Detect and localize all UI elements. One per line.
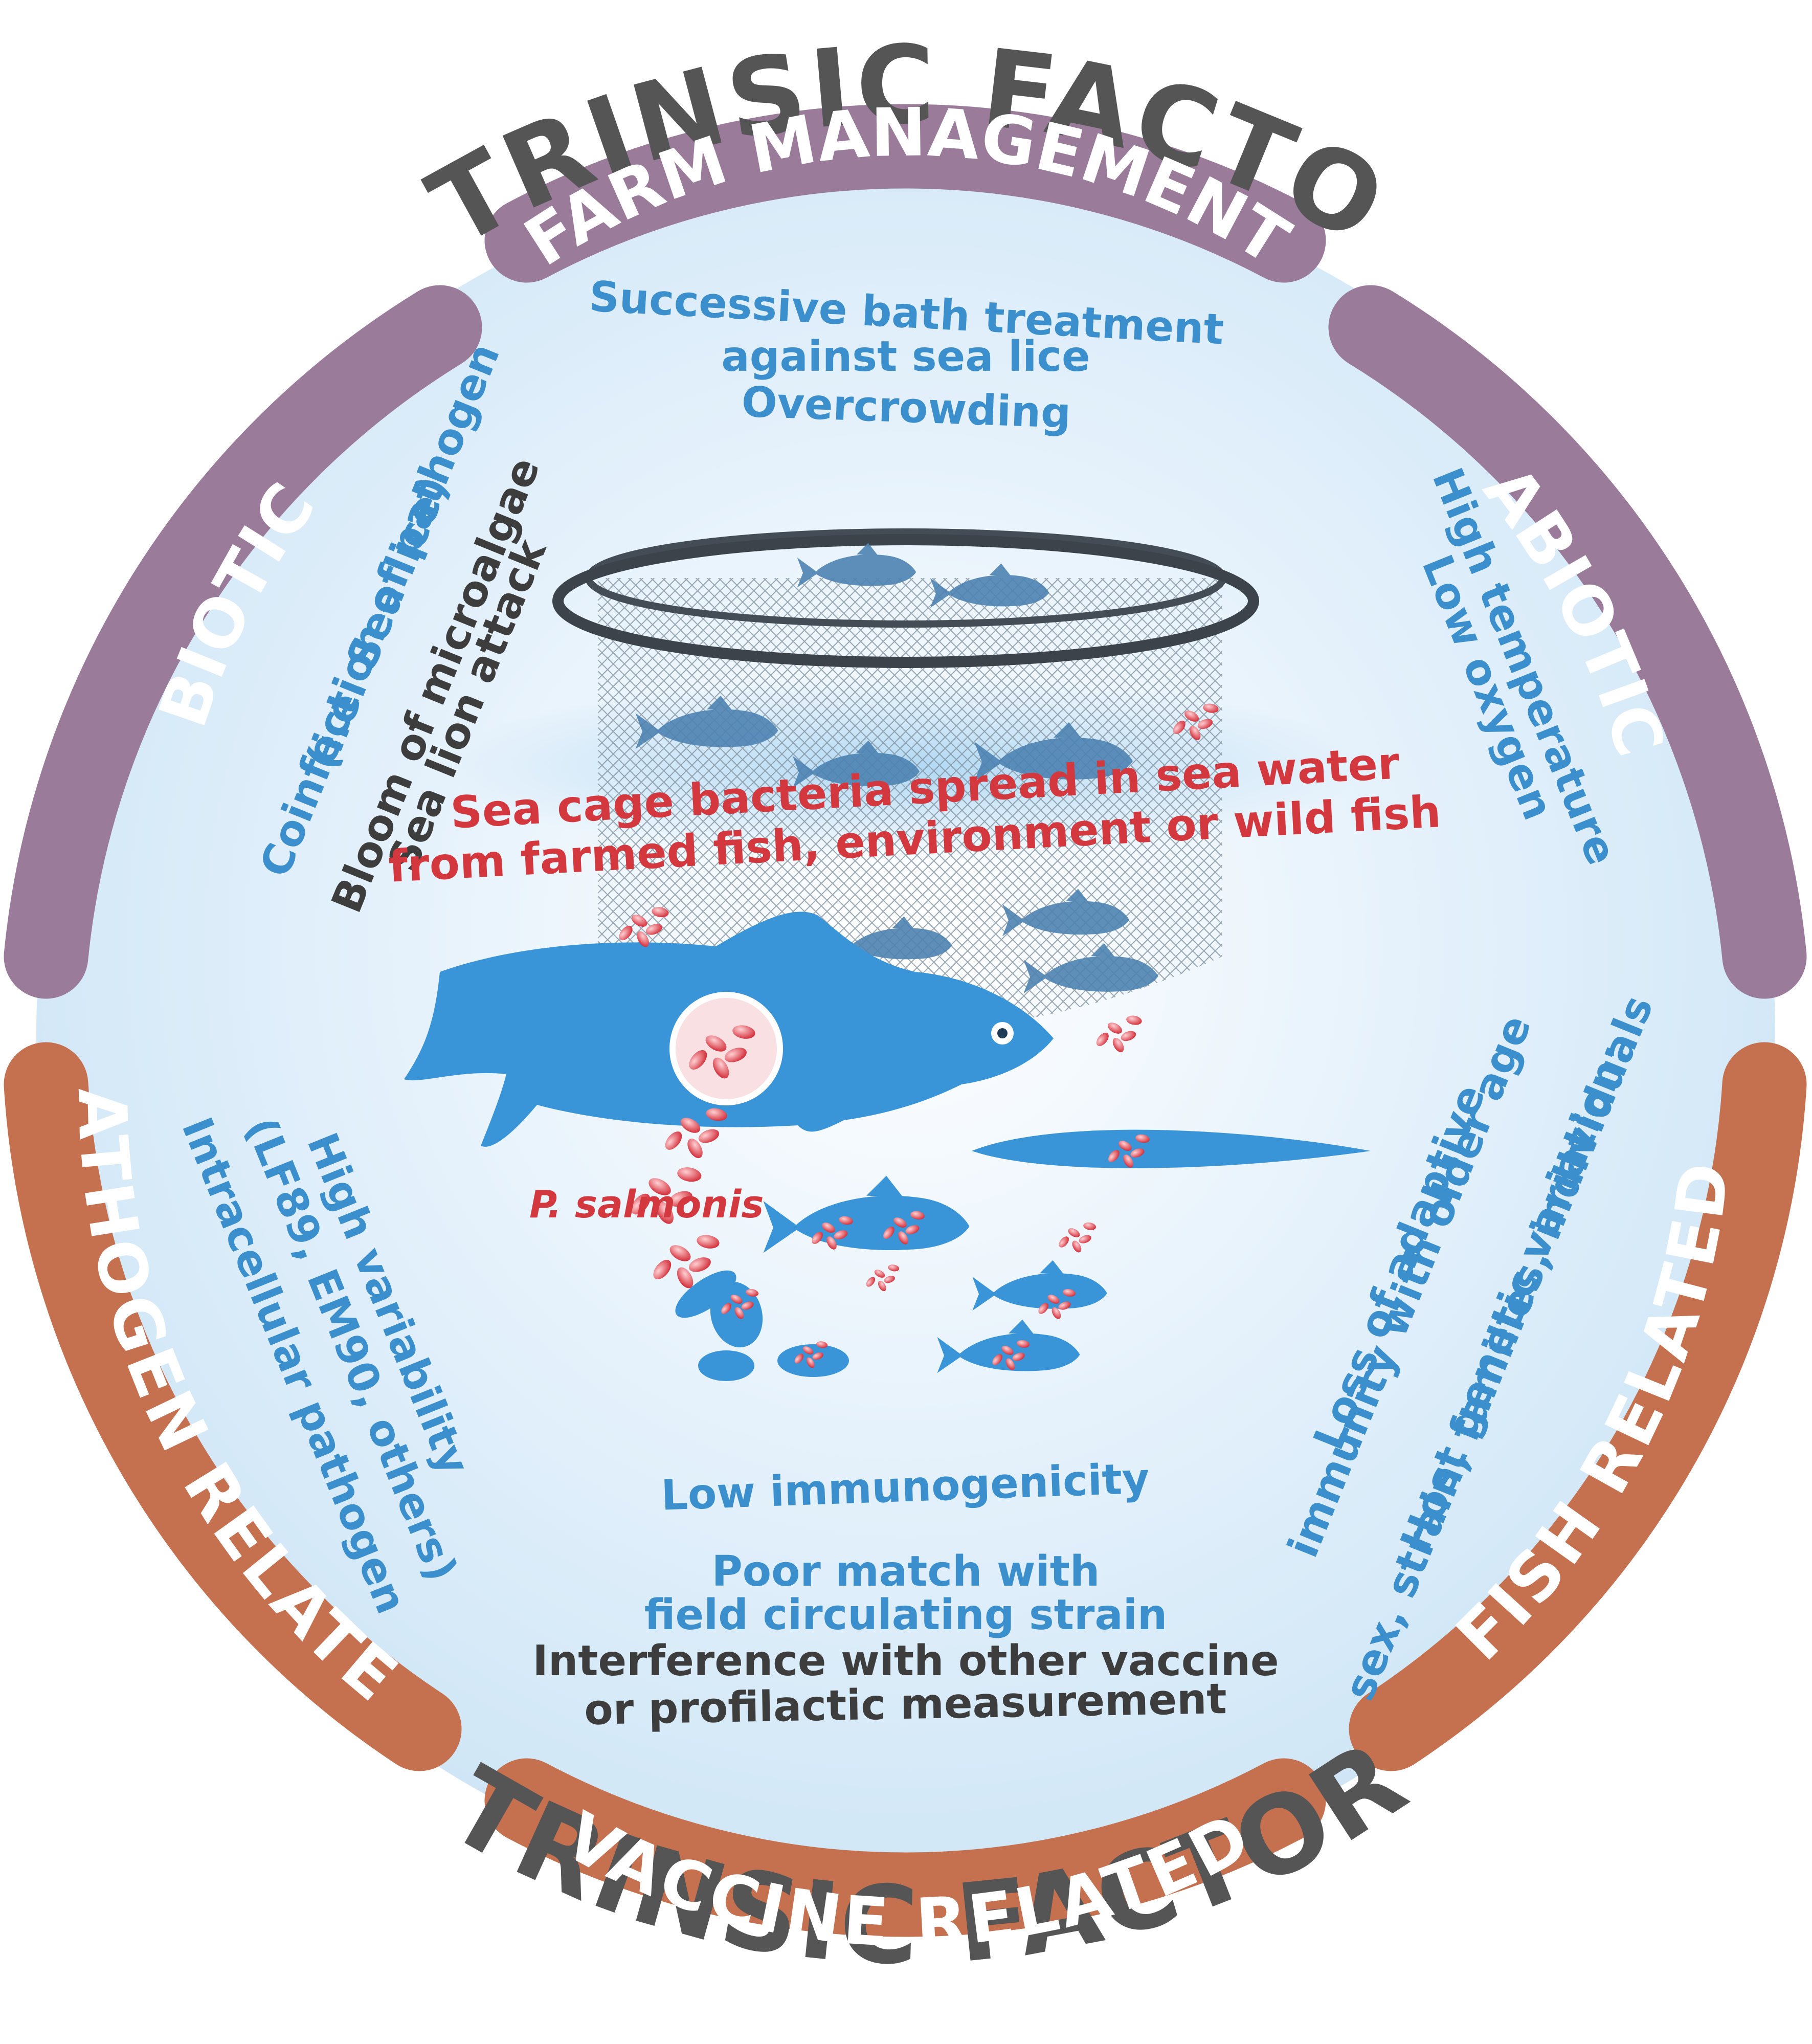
fish-arc: [1349, 1042, 1807, 1771]
extrinsic-arcs: [4, 104, 1807, 999]
cage-float-ring: [552, 534, 1259, 668]
mussel: [675, 1270, 736, 1318]
farm-item: Overcrowding: [741, 378, 1071, 438]
pathogen-arc: [4, 1042, 462, 1771]
wild-fish-group: [675, 1129, 1371, 1381]
abiotic-arc: [1328, 285, 1807, 999]
vaccine-item: field circulating strain: [644, 1591, 1168, 1639]
infection-lens: [669, 992, 783, 1105]
vaccine-arc: [484, 1758, 1326, 1937]
salmon-illustration: [404, 912, 1054, 1147]
farm-arc: [484, 104, 1326, 283]
vaccine-item: Interference with other vaccine: [532, 1637, 1279, 1685]
vaccine-item: Poor match with: [712, 1547, 1100, 1596]
farm-item: against sea lice: [721, 332, 1090, 381]
salmon-pupil: [997, 1028, 1008, 1038]
pathogen-name-label: P. salmonis: [529, 1183, 764, 1227]
mussel: [698, 1350, 754, 1381]
biotic-arc: [4, 285, 482, 999]
intrinsic-arcs: [4, 1042, 1807, 1937]
mussel: [777, 1344, 849, 1377]
vaccine-item: or profilactic measurement: [584, 1675, 1227, 1735]
eel: [972, 1129, 1371, 1168]
